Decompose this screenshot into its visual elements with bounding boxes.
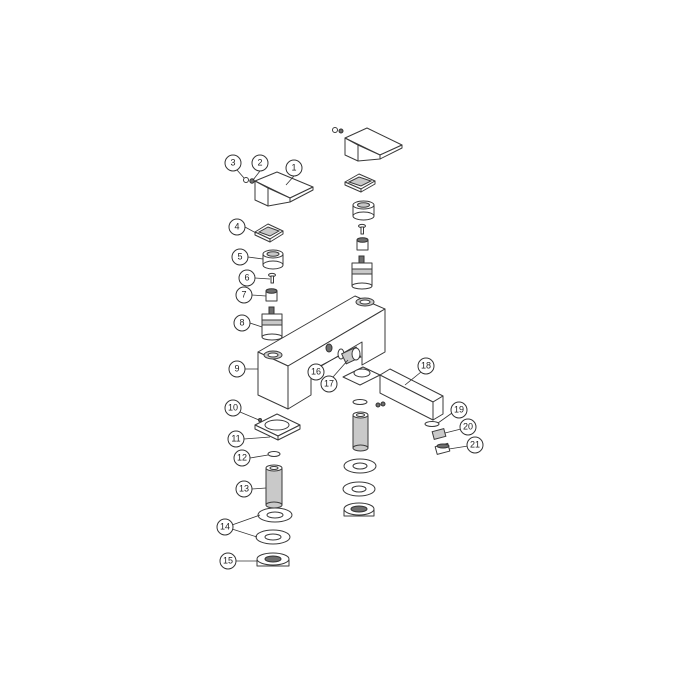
- part-1-lever-handle: [254, 171, 314, 207]
- part-15-backnut: [256, 552, 290, 567]
- callout-7: 7: [235, 286, 253, 304]
- part-11-base-plate: [254, 413, 301, 441]
- part-14-washers: [255, 507, 293, 545]
- callout-3: 3: [224, 154, 242, 172]
- spout-grub-screw-b: [380, 401, 386, 407]
- right-screw: [358, 223, 366, 235]
- callout-8: 8: [233, 314, 251, 332]
- right-threaded-shank: [352, 411, 369, 452]
- right-backnut: [343, 502, 375, 517]
- callout-12: 12: [233, 449, 251, 467]
- right-lever-handle: [344, 127, 403, 162]
- right-washers: [342, 458, 377, 497]
- right-cartridge: [351, 255, 373, 290]
- right-screw-cap: [332, 127, 338, 133]
- right-collar: [352, 200, 375, 221]
- part-3-screw-cap: [243, 177, 249, 183]
- right-o-ring: [352, 399, 368, 405]
- right-grub-screw: [338, 128, 344, 134]
- part-13-threaded-shank: [265, 464, 283, 509]
- callout-13: 13: [235, 480, 253, 498]
- callout-1: 1: [285, 159, 303, 177]
- callout-4: 4: [228, 218, 246, 236]
- spout-grub-screw-a: [375, 402, 381, 408]
- part-9-body: [257, 295, 386, 410]
- part-20-aerator-insert: [431, 427, 447, 441]
- callout-5: 5: [231, 248, 249, 266]
- part-5-collar: [262, 249, 284, 270]
- part-19-aerator-washer: [424, 421, 440, 427]
- callout-20: 20: [459, 418, 477, 436]
- callout-9: 9: [228, 360, 246, 378]
- callout-18: 18: [417, 357, 435, 375]
- callout-16: 16: [307, 363, 325, 381]
- part-4-square-shroud: [254, 223, 284, 243]
- part-6-screw: [268, 272, 276, 284]
- callout-6: 6: [238, 269, 256, 287]
- part-12-o-ring: [267, 451, 281, 457]
- part-7-spline-adaptor: [265, 288, 278, 302]
- callout-11: 11: [227, 430, 245, 448]
- part-18-spout: [342, 366, 444, 421]
- callout-2: 2: [251, 154, 269, 172]
- callout-15: 15: [219, 552, 237, 570]
- callout-19: 19: [450, 401, 468, 419]
- part-21-aerator-housing: [434, 442, 451, 455]
- part-17-diverter-cartridge: [340, 346, 362, 365]
- part-8-cartridge: [261, 306, 283, 341]
- right-spline-adaptor: [356, 237, 369, 251]
- leader-lines: [231, 169, 469, 562]
- right-square-shroud: [344, 173, 376, 193]
- callout-21: 21: [466, 436, 484, 454]
- callout-10: 10: [224, 399, 242, 417]
- callout-17: 17: [320, 375, 338, 393]
- callout-14: 14: [216, 518, 234, 536]
